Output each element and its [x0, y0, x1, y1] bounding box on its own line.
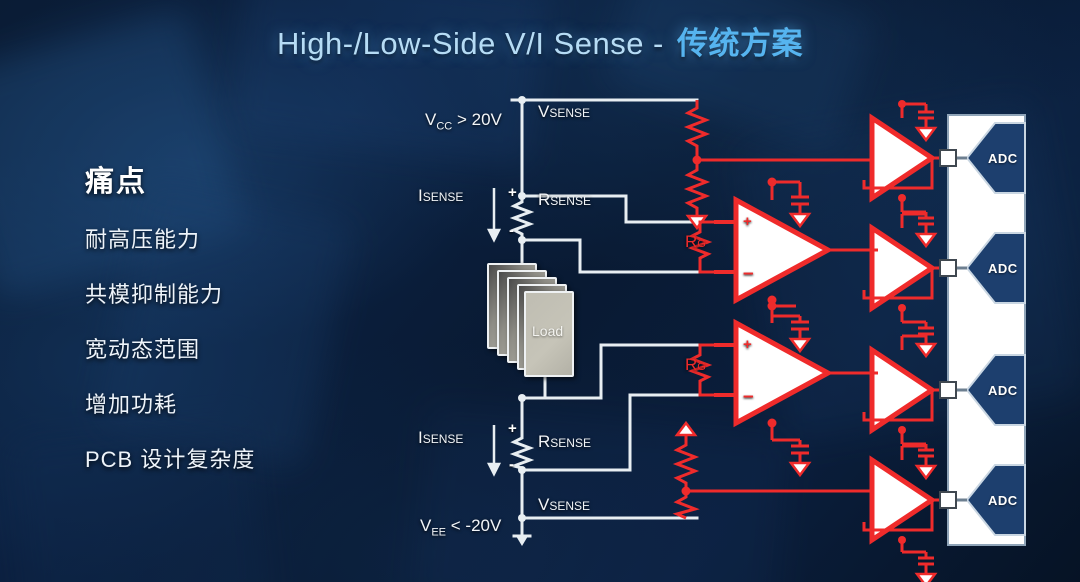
painpoint-item-3: 宽动态范围 [85, 337, 201, 362]
current-arrow-low [486, 425, 502, 477]
opamp-high-minus: – [743, 263, 754, 284]
label-rg-low: RG [685, 355, 706, 374]
divider-high-side [683, 100, 870, 230]
label-isense-high: ISENSE [418, 186, 464, 205]
label-vsense-low: VSENSE [538, 495, 591, 514]
load-label: Load [532, 323, 564, 339]
opamp-low-minus: – [743, 386, 754, 407]
opamp-stage1-high [687, 177, 878, 353]
resistor-rsense-low [508, 432, 535, 470]
rsense-high-minus: - [509, 222, 514, 239]
painpoint-item-1: 耐高压能力 [85, 227, 201, 252]
painpoint-item-2: 共模抑制能力 [85, 282, 224, 307]
divider-low-side [672, 421, 870, 520]
opamp-buffer-3 [862, 334, 948, 480]
rsense-high-plus: + [508, 184, 517, 201]
rsense-low-minus: - [509, 456, 514, 473]
label-rg-high: RG [685, 232, 706, 251]
opamp-buffer-4 [862, 444, 948, 582]
label-vsense-high: VSENSE [538, 102, 591, 121]
signal-junction-dots [518, 96, 526, 522]
opamp-buffer-2 [862, 212, 948, 358]
slide-title-english: High-/Low-Side V/I Sense - [276, 26, 673, 61]
opamp-low-plus: + [743, 336, 752, 353]
load-card-1 [524, 291, 574, 377]
current-arrow-high [486, 188, 502, 243]
painpoint-item-5: PCB 设计复杂度 [85, 447, 256, 472]
stage1-output-fanout [860, 248, 872, 375]
label-rsense-low: RSENSE [538, 432, 591, 451]
adc-label-2: ADC [988, 261, 1018, 276]
slide-title-chinese: 传统方案 [677, 26, 803, 61]
adc-label-1: ADC [988, 151, 1018, 166]
adc-label-3: ADC [988, 383, 1018, 398]
label-vcc: VCC > 20V [425, 110, 502, 133]
slide-title: High-/Low-Side V/I Sense - 传统方案 [0, 18, 1080, 63]
opamp-buffer-1 [862, 100, 948, 248]
rsense-low-plus: + [508, 420, 517, 437]
opamp-stage1-low [687, 301, 878, 477]
painpoints-heading: 痛点 [85, 166, 148, 198]
painpoint-item-4: 增加功耗 [85, 392, 178, 417]
adc-label-4: ADC [988, 493, 1018, 508]
label-rsense-high: RSENSE [538, 190, 591, 209]
opamp-high-plus: + [743, 213, 752, 230]
label-isense-low: ISENSE [418, 428, 464, 447]
resistor-rsense-high [509, 196, 535, 240]
adc-blocks [939, 122, 1026, 536]
label-vee: VEE < -20V [420, 516, 502, 539]
painpoints-panel: 痛点 耐高压能力 共模抑制能力 宽动态范围 增加功耗 PCB 设计复杂度 [85, 158, 385, 497]
